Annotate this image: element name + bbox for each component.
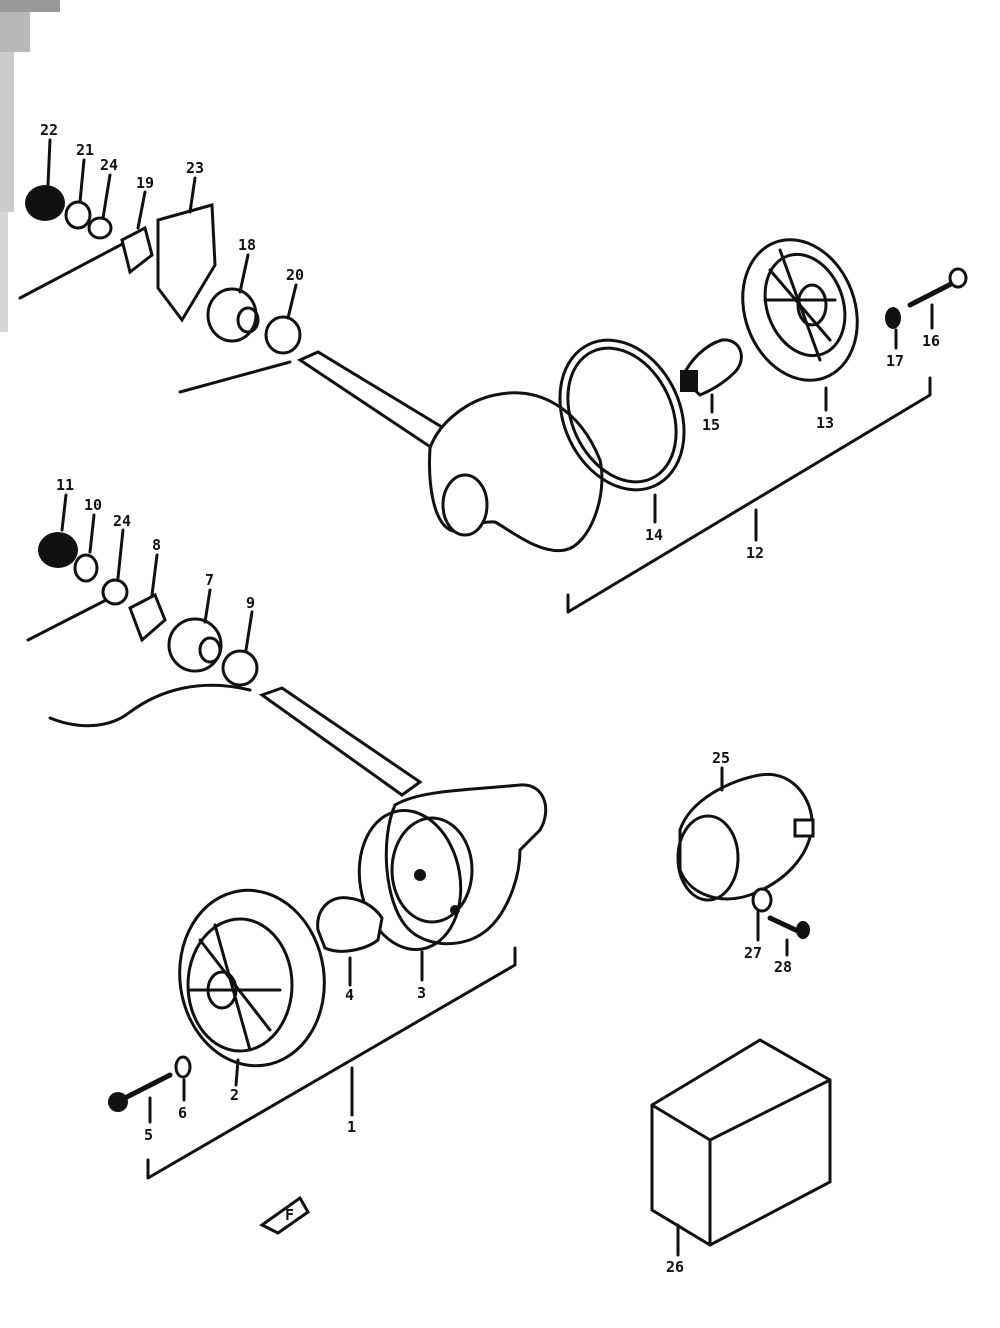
callout-16: 16 [922, 332, 940, 350]
callout-21: 21 [76, 141, 94, 159]
part-7-grommet [167, 617, 223, 673]
part-9-washer [221, 649, 259, 687]
part-6-washer [174, 1055, 192, 1079]
callout-11: 11 [56, 476, 74, 494]
part-10-washer [73, 553, 99, 583]
callout-19: 19 [136, 174, 154, 192]
part-24-terminal [87, 216, 113, 240]
part-14-gasket [558, 338, 686, 492]
callout-20: 20 [286, 266, 304, 284]
upper-turn-signal-assembly [18, 185, 968, 614]
callout-15: 15 [702, 416, 720, 434]
callout-5: 5 [144, 1126, 153, 1144]
part-24-terminal-lower [101, 578, 129, 606]
callout-28: 28 [774, 958, 792, 976]
part-27-washer [751, 887, 773, 913]
callout-17: 17 [886, 352, 904, 370]
battery-box [650, 1038, 832, 1247]
callout-14: 14 [645, 526, 663, 544]
lower-turn-signal-assembly [26, 532, 548, 1180]
callout-4: 4 [345, 986, 354, 1004]
front-arrow-label: F [285, 1206, 294, 1224]
callout-6: 6 [178, 1104, 187, 1122]
callout-26: 26 [666, 1258, 684, 1276]
lower-stem [258, 686, 423, 797]
group-bracket-1 [146, 946, 517, 1180]
part-8-nut [128, 592, 167, 643]
part-3-gasket [357, 809, 463, 951]
group-bracket-12 [566, 376, 932, 614]
part-23-bracket [156, 203, 217, 323]
flasher-relay [676, 772, 815, 939]
part-26-box [650, 1038, 832, 1247]
part-2-lens [178, 888, 326, 1068]
callout-23: 23 [186, 159, 204, 177]
callout-25: 25 [712, 749, 730, 767]
callout-24-lower: 24 [113, 512, 131, 530]
part-13-lens [741, 238, 859, 382]
part-19-nut [120, 225, 154, 275]
front-arrow-icon: F [259, 1195, 310, 1235]
callout-3: 3 [417, 984, 426, 1002]
callout-24-upper: 24 [100, 156, 118, 174]
scan-noise [0, 0, 60, 332]
part-4-bulb [316, 896, 384, 953]
lower-housing [384, 783, 548, 946]
callout-9: 9 [246, 594, 255, 612]
part-25-relay [678, 772, 814, 901]
callout-1: 1 [347, 1118, 356, 1136]
upper-stem [296, 350, 453, 450]
callout-12: 12 [746, 544, 764, 562]
part-20-washer [264, 315, 302, 355]
part-17-washer [885, 307, 901, 329]
callout-8: 8 [152, 536, 161, 554]
part-5-screw [122, 1072, 173, 1101]
callout-22: 22 [40, 121, 58, 139]
callout-27: 27 [744, 944, 762, 962]
callout-13: 13 [816, 414, 834, 432]
callout-2: 2 [230, 1086, 239, 1104]
part-21-washer [64, 200, 92, 230]
callout-labels: 22 21 24 19 23 18 20 16 17 15 13 14 12 1… [40, 121, 940, 1276]
callout-18: 18 [238, 236, 256, 254]
part-16-screw [907, 279, 958, 308]
leader-lines [46, 138, 934, 1257]
part-28-screw [767, 915, 803, 935]
callout-10: 10 [84, 496, 102, 514]
part-11-nut [38, 532, 78, 568]
part-22-nut [25, 185, 65, 221]
callout-7: 7 [205, 571, 214, 589]
